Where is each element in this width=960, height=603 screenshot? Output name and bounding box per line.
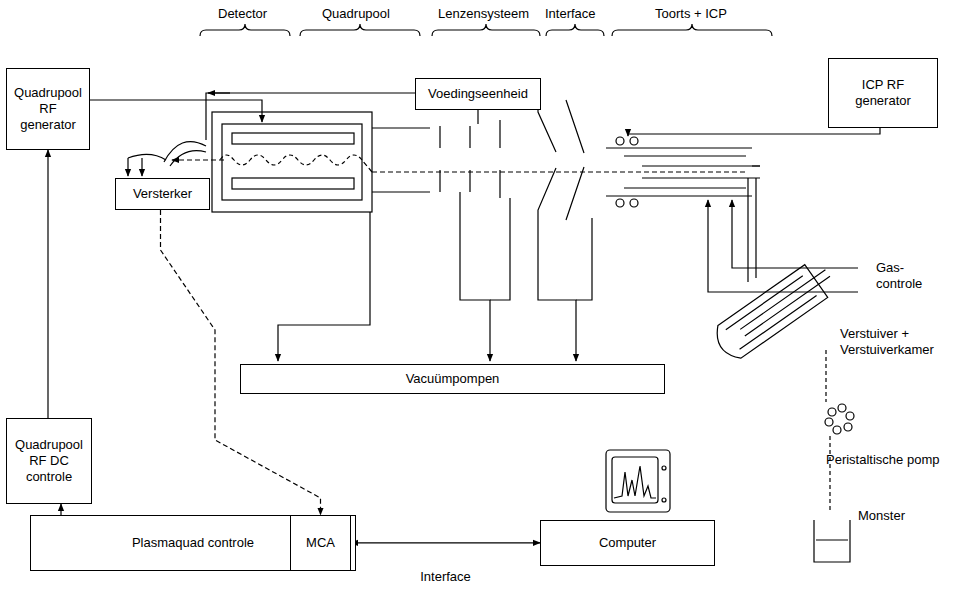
part-label: Toorts + ICP — [655, 6, 727, 22]
component-box: Voedingseenheid — [415, 78, 541, 110]
component-box: Quadrupool RF generator — [6, 68, 90, 150]
part-label: Verstuiver + Verstuiverkamer — [840, 326, 952, 359]
box-label: Quadrupool RF generator — [12, 85, 84, 134]
part-label: Gas- controle — [876, 260, 946, 293]
part-label: Interface — [545, 6, 596, 22]
component-box: MCA — [290, 515, 351, 571]
component-box: Vacuümpompen — [240, 364, 665, 394]
box-label: Quadrupool RF DC controle — [12, 437, 86, 486]
connector-arrow — [60, 504, 61, 515]
connector-label: Interface — [417, 569, 474, 585]
connector-arrow — [47, 150, 48, 418]
box-label: Computer — [599, 535, 656, 551]
part-label: Monster — [858, 508, 905, 524]
part-label: Lenzensysteem — [438, 6, 529, 22]
component-box: Quadrupool RF DC controle — [6, 418, 92, 504]
part-label: Quadrupool — [322, 6, 390, 22]
component-box: ICP RF generator — [828, 58, 938, 128]
box-label: MCA — [306, 535, 335, 551]
component-box: Plasmaquad controle MCA — [30, 515, 356, 571]
box-label: Versterker — [133, 186, 192, 202]
part-label: Peristaltische pomp — [826, 452, 939, 468]
box-label: Vacuümpompen — [406, 371, 500, 387]
box-label: Voedingseenheid — [428, 86, 528, 102]
connector-arrow — [161, 210, 321, 515]
part-label: Detector — [218, 6, 267, 22]
component-box: Computer — [540, 520, 715, 566]
box-label: Plasmaquad controle — [132, 535, 254, 551]
connector-arrow — [351, 542, 540, 543]
component-box: Versterker — [115, 178, 210, 210]
box-label: ICP RF generator — [834, 77, 932, 110]
